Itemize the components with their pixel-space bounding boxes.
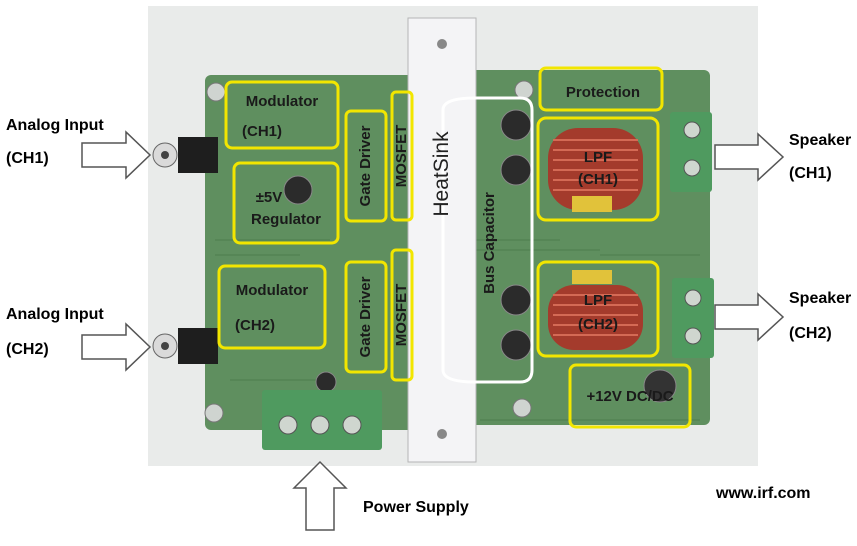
gate-driver-ch1-box <box>344 109 388 223</box>
regulator-box <box>232 161 340 245</box>
heatsink-screw <box>437 39 447 49</box>
rca-jack-ch1 <box>152 137 218 173</box>
arrow-speaker-ch2 <box>714 292 785 342</box>
regulator-title: Regulator <box>250 211 321 228</box>
arrow-analog-input-ch1 <box>81 130 152 180</box>
mounting-hole <box>512 398 532 418</box>
lpf-inductors <box>548 128 643 350</box>
arrow-power-supply <box>292 460 348 531</box>
bus-capacitor-label: Bus Capacitor <box>481 192 498 294</box>
mounting-hole <box>206 82 226 102</box>
lpf-ch1-title: LPF <box>583 149 613 166</box>
power-supply-label: Power Supply <box>363 499 469 516</box>
heatsink-label: HeatSink <box>430 131 453 217</box>
pcb-traces <box>215 239 700 421</box>
analog-input-ch1-channel: (CH1) <box>6 150 49 167</box>
lpf-ch2-channel: (CH2) <box>578 316 618 333</box>
mosfet-ch1-label: MOSFET <box>393 124 410 188</box>
regulator-voltage: ±5V <box>255 189 283 206</box>
dcdc-inductor <box>643 369 677 403</box>
website-label: www.irf.com <box>716 485 811 502</box>
signal-arrows <box>81 130 785 531</box>
mosfet-ch1-box <box>390 90 414 222</box>
mounting-hole <box>204 403 224 423</box>
analog-input-ch2-channel: (CH2) <box>6 341 49 358</box>
modulator-ch1-title: Modulator <box>245 93 319 110</box>
power-terminal <box>262 390 382 450</box>
gate-driver-ch2-box <box>344 260 388 374</box>
modulator-ch1-channel: (CH1) <box>242 123 282 140</box>
lpf-ch1-box <box>536 116 660 222</box>
lpf-ch2-box <box>536 260 660 358</box>
gate-driver-ch1-label: Gate Driver <box>357 125 374 207</box>
modulator-ch2-box <box>217 264 327 350</box>
mosfet-ch2-label: MOSFET <box>393 283 410 347</box>
heatsink-screw <box>437 429 447 439</box>
speaker-ch2-label: Speaker <box>789 290 852 307</box>
mounting-hole <box>514 80 534 100</box>
dcdc-box <box>568 363 692 429</box>
modulator-ch1-box <box>224 80 340 150</box>
bus-capacitor-bracket <box>441 96 534 384</box>
speaker-terminals <box>670 112 714 358</box>
speaker-ch2-channel: (CH2) <box>789 325 832 342</box>
analog-input-ch1-label: Analog Input <box>6 117 104 134</box>
rca-jack-ch2 <box>152 328 218 364</box>
lpf-ch1-channel: (CH1) <box>578 171 618 188</box>
highlight-boxes <box>217 66 692 429</box>
arrow-speaker-ch1 <box>714 132 785 182</box>
gate-driver-ch2-label: Gate Driver <box>357 276 374 358</box>
lpf-ch2-title: LPF <box>583 292 613 309</box>
protection-label: Protection <box>565 84 641 101</box>
arrow-analog-input-ch2 <box>81 322 152 372</box>
protection-box <box>538 66 664 112</box>
speaker-ch1-label: Speaker <box>789 132 852 149</box>
analog-input-ch2-label: Analog Input <box>6 306 104 323</box>
speaker-ch1-channel: (CH1) <box>789 165 832 182</box>
mosfet-ch2-box <box>390 248 414 382</box>
dcdc-label: +12V DC/DC <box>586 388 674 405</box>
bus-capacitors <box>283 109 532 393</box>
modulator-ch2-title: Modulator <box>235 282 309 299</box>
modulator-ch2-channel: (CH2) <box>235 317 275 334</box>
